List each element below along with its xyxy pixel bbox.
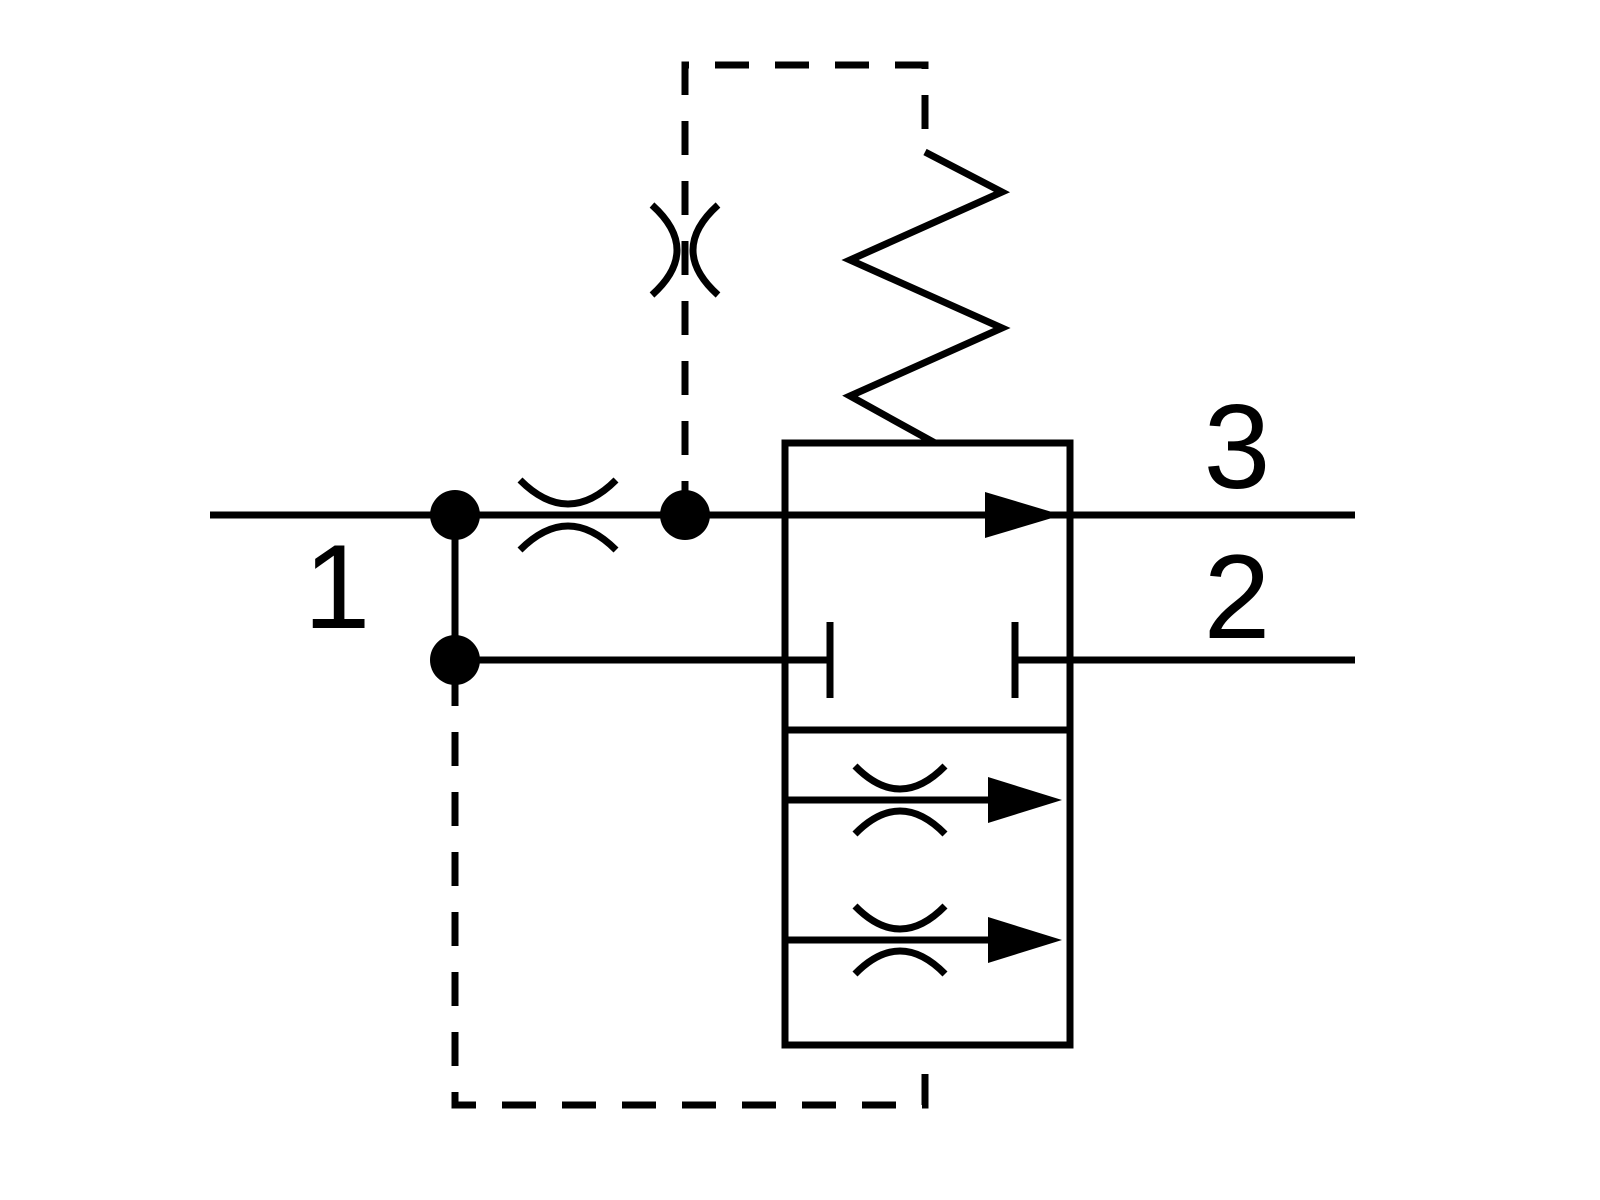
throttle-1-arc-top — [852, 763, 948, 793]
throttle-path-1 — [785, 763, 1062, 837]
port-1-label: 1 — [304, 520, 371, 654]
orifice-arc-bottom — [517, 522, 619, 553]
flow-arrow-icon-throttle-1 — [988, 777, 1062, 823]
junction-dot-3 — [430, 635, 480, 685]
pilot-dashed-top — [681, 61, 929, 515]
port-3-label: 3 — [1204, 380, 1271, 514]
throttle-1-arc-bottom — [852, 807, 948, 837]
junction-dot-1 — [430, 490, 480, 540]
pilot-line-bottom — [451, 672, 929, 1109]
spring-icon — [841, 148, 1011, 447]
valve-envelope — [781, 439, 1074, 1049]
flow-arrow-icon-main — [985, 492, 1062, 538]
pilot-line-top — [649, 61, 929, 515]
port-2-label: 2 — [1204, 530, 1271, 664]
orifice-arc-top — [517, 477, 619, 508]
throttle-path-2 — [785, 903, 1062, 977]
pilot-orifice-arc-left — [649, 202, 681, 298]
fixed-orifice-icon — [517, 477, 619, 553]
pilot-orifice-arc-right — [689, 202, 721, 298]
junction-dot-2 — [660, 490, 710, 540]
flow-arrow-icon-throttle-2 — [988, 917, 1062, 963]
envelope-box — [781, 439, 1074, 1049]
throttle-2-arc-bottom — [852, 947, 948, 977]
blocked-port-icon — [826, 622, 1019, 698]
throttle-2-arc-top — [852, 903, 948, 933]
